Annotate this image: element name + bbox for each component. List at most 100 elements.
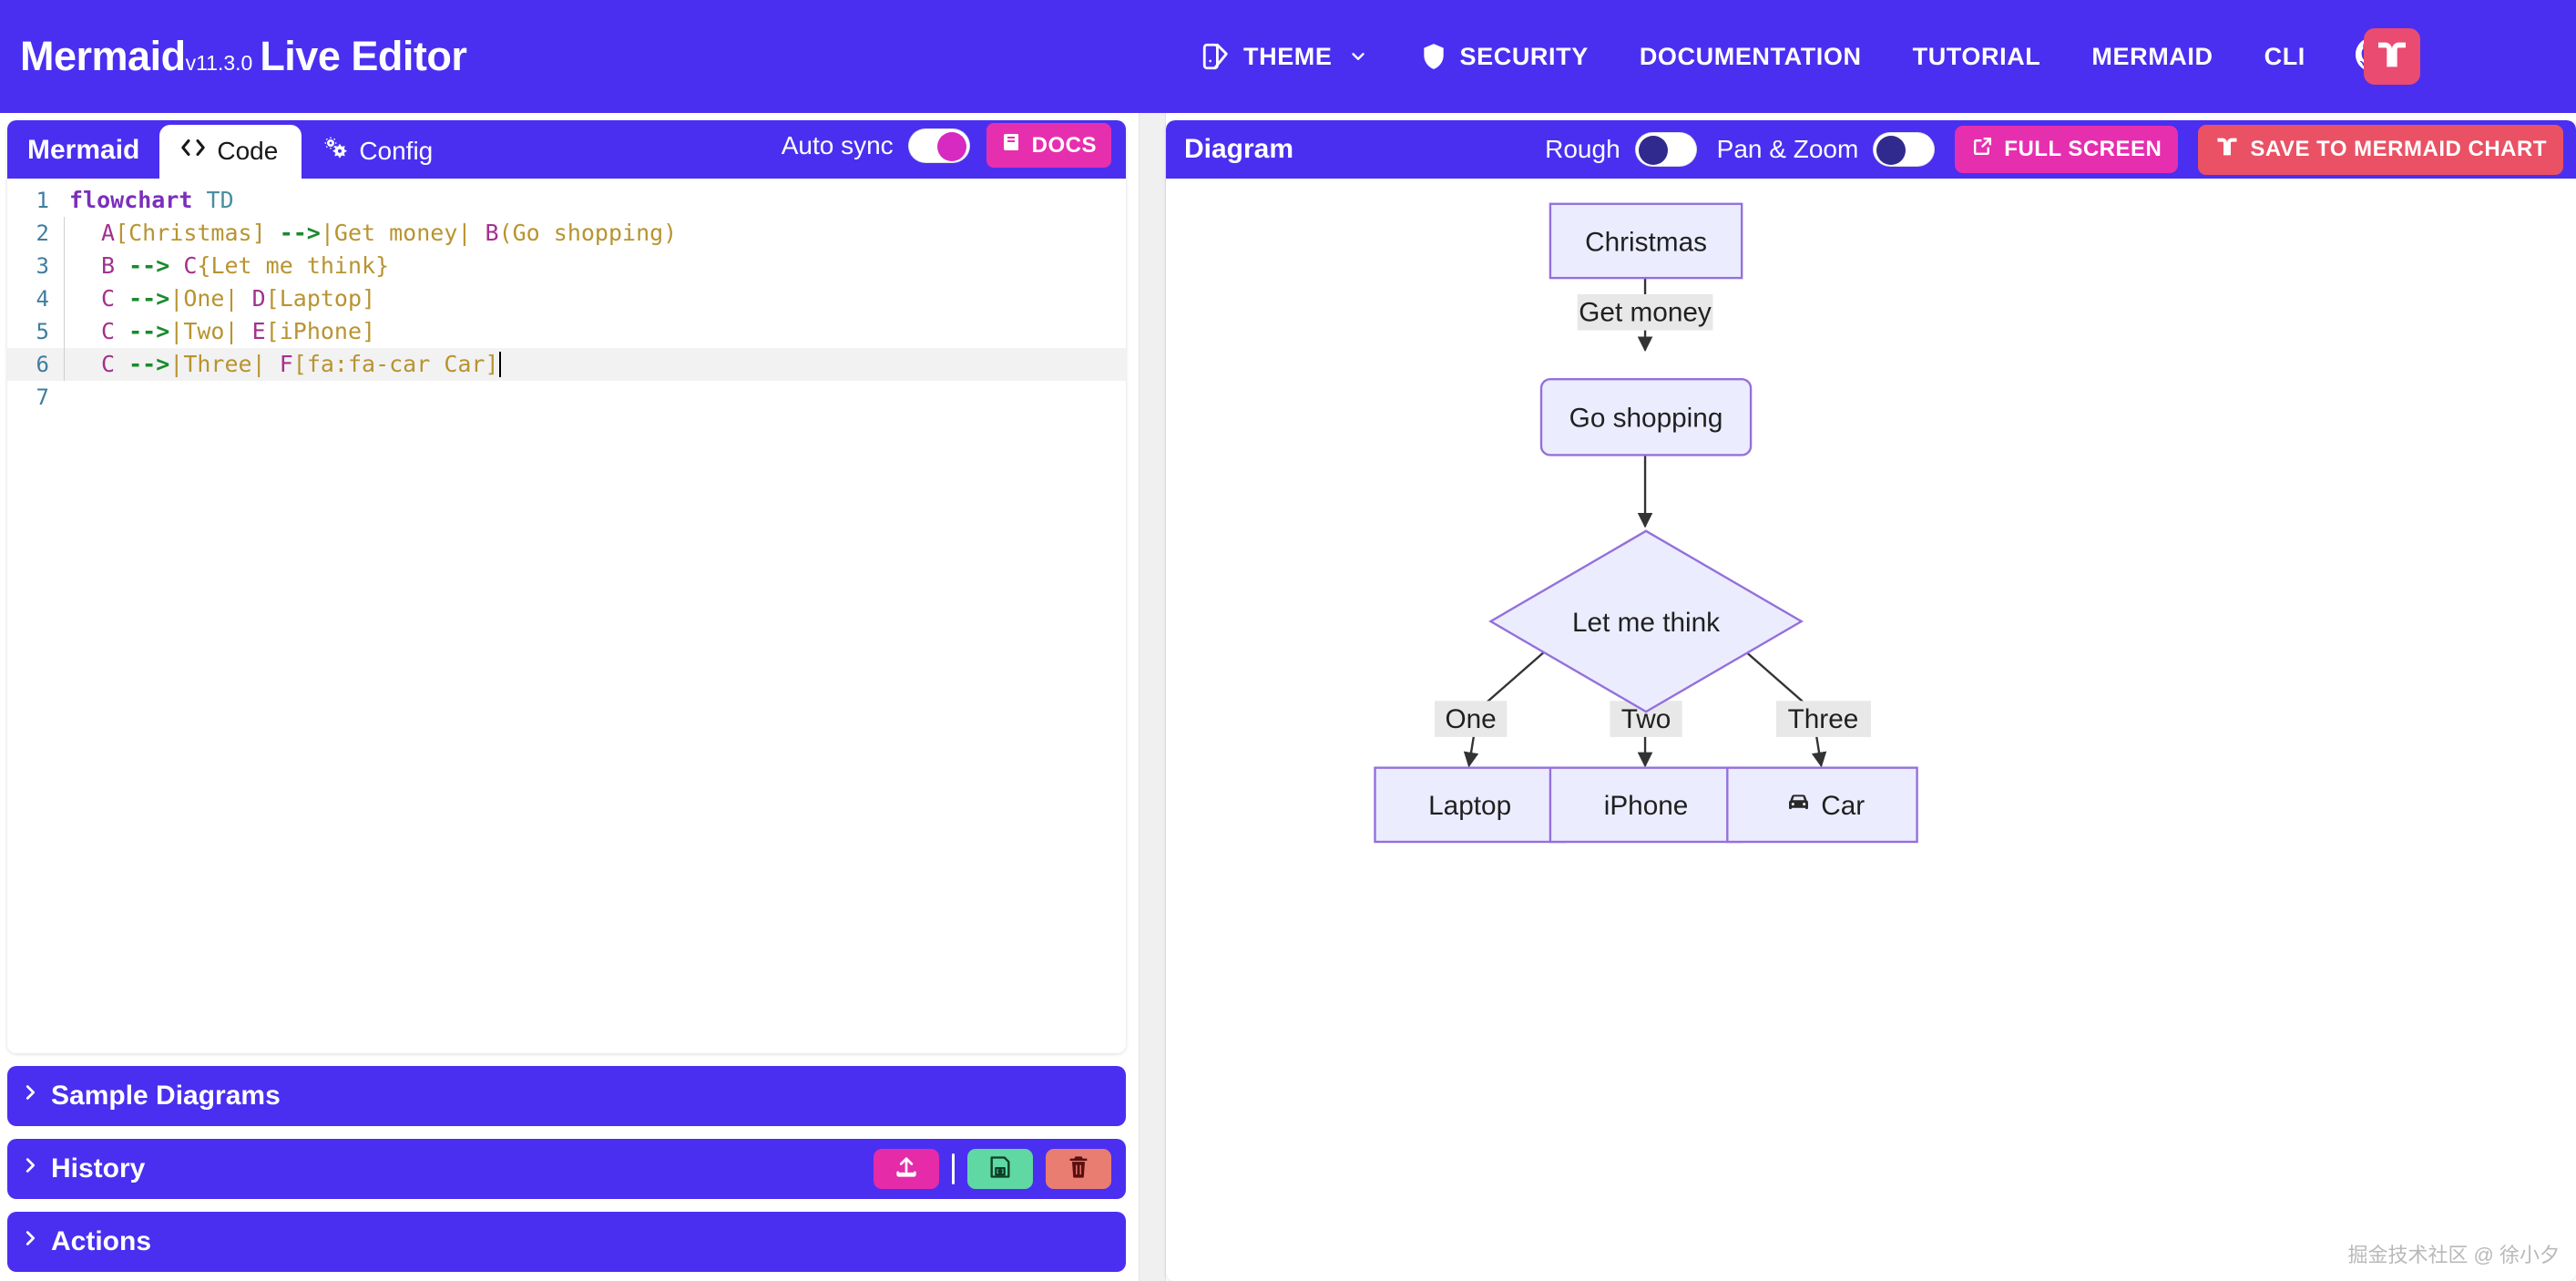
pan-zoom-label: Pan & Zoom bbox=[1716, 135, 1859, 163]
code-line-number: 4 bbox=[36, 286, 49, 312]
edge-label-text: One bbox=[1446, 704, 1497, 734]
node-E-iphone[interactable]: iPhone bbox=[1549, 766, 1743, 844]
code-line[interactable]: 4 C -->|One| D[Laptop] bbox=[7, 282, 1126, 315]
nav-item-cli[interactable]: CLI bbox=[2239, 43, 2331, 71]
code-line-number: 2 bbox=[36, 220, 49, 246]
diagram-canvas[interactable]: Get money One Two Three bbox=[1166, 179, 2576, 1281]
diagram-toolbar-right: Rough Pan & Zoom FULL SCREEN bbox=[1545, 124, 2563, 175]
text-cursor bbox=[498, 352, 501, 377]
code-line[interactable]: 2 A[Christmas] -->|Get money| B(Go shoppi… bbox=[7, 217, 1126, 250]
accordion-history-label: History bbox=[51, 1153, 146, 1184]
nav-item-mermaid-label: MERMAID bbox=[2091, 42, 2213, 70]
book-icon bbox=[1001, 131, 1023, 159]
pane-resize-handle[interactable] bbox=[1139, 113, 1166, 1281]
node-label: Laptop bbox=[1428, 791, 1511, 821]
nav-links: THEME SECURITY DOCUMENTATION TUTORIAL ME… bbox=[1175, 0, 2420, 113]
code-line[interactable]: 6 C -->|Three| F[fa:fa-car Car] bbox=[7, 348, 1126, 381]
edge-label-one: One bbox=[1434, 701, 1508, 737]
docs-button-label: DOCS bbox=[1031, 132, 1097, 158]
code-line[interactable]: 7 bbox=[7, 381, 1126, 414]
pan-zoom-toggle-knob bbox=[1876, 136, 1906, 165]
node-B-go-shopping[interactable]: Go shopping bbox=[1539, 377, 1753, 456]
code-line-content: B --> C{Let me think} bbox=[64, 250, 389, 282]
theme-icon bbox=[1201, 41, 1232, 72]
code-line-content: A[Christmas] -->|Get money| B(Go shoppin… bbox=[64, 217, 677, 250]
full-screen-button[interactable]: FULL SCREEN bbox=[1955, 126, 2179, 173]
docs-button[interactable]: DOCS bbox=[986, 123, 1111, 168]
accordion-sample-diagrams[interactable]: Sample Diagrams bbox=[7, 1066, 1126, 1126]
history-upload-button[interactable] bbox=[874, 1149, 939, 1189]
mermaid-chart-button[interactable] bbox=[2363, 28, 2420, 85]
chevron-right-icon bbox=[20, 1226, 40, 1257]
node-A-christmas[interactable]: Christmas bbox=[1549, 202, 1743, 280]
node-F-car[interactable]: Car bbox=[1726, 766, 1918, 844]
code-line-number: 6 bbox=[36, 352, 49, 377]
auto-sync-toggle[interactable] bbox=[907, 128, 970, 163]
accordion-history[interactable]: History bbox=[7, 1139, 1126, 1199]
save-to-mermaid-chart-button-label: SAVE TO MERMAID CHART bbox=[2250, 137, 2547, 161]
diagram-card: Diagram Rough Pan & Zoom bbox=[1166, 120, 2576, 1281]
editor-pane: Mermaid Code bbox=[0, 113, 1139, 1281]
edge-label-get-money: Get money bbox=[1577, 293, 1713, 331]
edge-label-text: Three bbox=[1788, 704, 1859, 734]
chevron-right-icon bbox=[20, 1153, 40, 1184]
nav-item-tutorial-label: TUTORIAL bbox=[1912, 42, 2041, 70]
nav-item-security-label: SECURITY bbox=[1459, 42, 1589, 70]
code-line-text: C -->|One| D[Laptop] bbox=[101, 285, 376, 312]
tab-config[interactable]: Config bbox=[302, 125, 456, 179]
code-line-number: 7 bbox=[36, 384, 49, 410]
node-label: Go shopping bbox=[1569, 404, 1723, 434]
code-line[interactable]: 3 B --> C{Let me think} bbox=[7, 250, 1126, 282]
nav-item-theme[interactable]: THEME bbox=[1175, 41, 1394, 72]
code-line-number: 5 bbox=[36, 319, 49, 344]
node-label: Christmas bbox=[1585, 227, 1707, 257]
accordion-actions[interactable]: Actions bbox=[7, 1212, 1126, 1272]
car-icon bbox=[1789, 794, 1808, 810]
accordion-sample-diagrams-title: Sample Diagrams bbox=[20, 1081, 281, 1112]
pan-zoom-toggle[interactable] bbox=[1873, 132, 1936, 167]
brand-suffix: Live Editor bbox=[260, 33, 467, 79]
nav-item-documentation[interactable]: DOCUMENTATION bbox=[1614, 43, 1887, 71]
node-label: Let me think bbox=[1572, 608, 1720, 638]
auto-sync-label: Auto sync bbox=[781, 130, 894, 159]
node-label: iPhone bbox=[1604, 791, 1689, 821]
chevron-right-icon bbox=[20, 1081, 40, 1112]
code-line-text: C -->|Three| F[fa:fa-car Car] bbox=[101, 351, 499, 377]
code-line-number: 3 bbox=[36, 253, 49, 279]
mermaid-chart-logo-icon bbox=[2214, 134, 2240, 166]
gear-icon bbox=[322, 134, 349, 168]
watermark: 掘金技术社区 @ 徐小夕 bbox=[2347, 1244, 2560, 1266]
edge-label-text: Get money bbox=[1579, 298, 1712, 328]
trash-icon bbox=[1066, 1154, 1091, 1184]
external-link-icon bbox=[1971, 135, 1994, 164]
full-screen-button-label: FULL SCREEN bbox=[2004, 137, 2162, 161]
tab-code[interactable]: Code bbox=[159, 125, 302, 179]
nav-item-tutorial[interactable]: TUTORIAL bbox=[1887, 43, 2067, 71]
shield-icon bbox=[1419, 42, 1448, 71]
tab-code-label: Code bbox=[217, 136, 279, 165]
pan-zoom-control: Pan & Zoom bbox=[1717, 132, 1936, 167]
nav-item-security[interactable]: SECURITY bbox=[1394, 42, 1614, 71]
node-C-let-me-think[interactable]: Let me think bbox=[1488, 529, 1804, 713]
save-to-mermaid-chart-button[interactable]: SAVE TO MERMAID CHART bbox=[2198, 124, 2563, 175]
code-icon bbox=[179, 134, 207, 168]
mermaid-chart-logo-icon bbox=[2374, 36, 2410, 77]
chevron-down-icon bbox=[1348, 46, 1368, 67]
brand-name: Mermaid bbox=[20, 33, 186, 79]
nav-item-cli-label: CLI bbox=[2264, 42, 2305, 70]
code-line-content bbox=[64, 381, 69, 414]
tab-config-label: Config bbox=[359, 136, 434, 165]
history-save-button[interactable] bbox=[967, 1149, 1033, 1189]
rough-toggle[interactable] bbox=[1634, 132, 1697, 167]
auto-sync-toggle-knob bbox=[936, 131, 966, 161]
node-D-laptop[interactable]: Laptop bbox=[1374, 766, 1566, 844]
accordion-history-title: History bbox=[20, 1153, 145, 1184]
diagram-title: Diagram bbox=[1184, 134, 1294, 164]
nav-item-mermaid[interactable]: MERMAID bbox=[2066, 43, 2238, 71]
history-delete-button[interactable] bbox=[1046, 1149, 1111, 1189]
brand-version: v11.3.0 bbox=[185, 51, 253, 75]
